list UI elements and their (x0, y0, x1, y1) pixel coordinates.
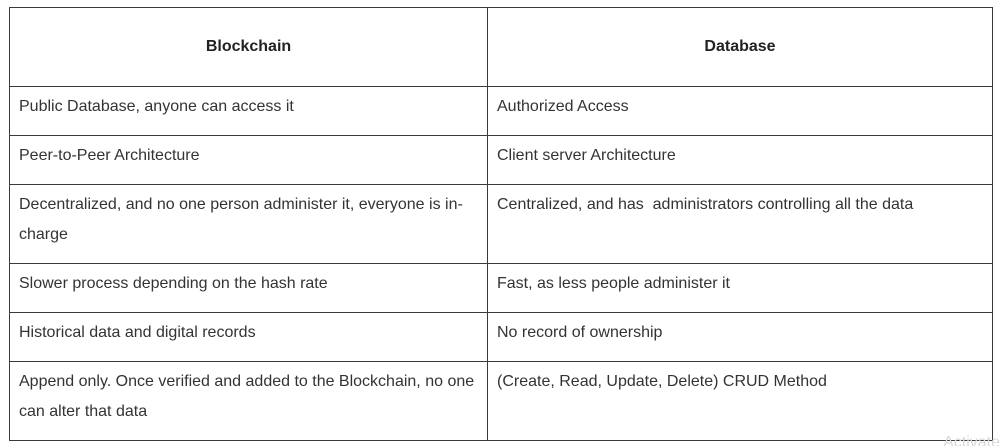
table-row: Peer-to-Peer Architecture Client server … (9, 135, 993, 185)
database-cell: (Create, Read, Update, Delete) CRUD Meth… (487, 361, 993, 441)
database-cell: Authorized Access (487, 86, 993, 136)
blockchain-cell: Public Database, anyone can access it (9, 86, 488, 136)
blockchain-cell: Decentralized, and no one person adminis… (9, 184, 488, 264)
blockchain-cell: Peer-to-Peer Architecture (9, 135, 488, 185)
database-cell: Fast, as less people administer it (487, 263, 993, 313)
blockchain-cell: Historical data and digital records (9, 312, 488, 362)
table-row: Decentralized, and no one person adminis… (9, 184, 993, 264)
database-cell: Centralized, and has administrators cont… (487, 184, 993, 264)
header-database: Database (487, 7, 993, 87)
database-cell: Client server Architecture (487, 135, 993, 185)
blockchain-cell: Append only. Once verified and added to … (9, 361, 488, 441)
header-blockchain: Blockchain (9, 7, 488, 87)
comparison-table: Blockchain Database Public Database, any… (9, 7, 993, 441)
table-row: Append only. Once verified and added to … (9, 361, 993, 441)
activate-watermark: Activate (943, 434, 1000, 446)
table-row: Slower process depending on the hash rat… (9, 263, 993, 313)
table-row: Historical data and digital records No r… (9, 312, 993, 362)
table-header-row: Blockchain Database (9, 7, 993, 87)
database-cell: No record of ownership (487, 312, 993, 362)
blockchain-cell: Slower process depending on the hash rat… (9, 263, 488, 313)
table-row: Public Database, anyone can access it Au… (9, 86, 993, 136)
